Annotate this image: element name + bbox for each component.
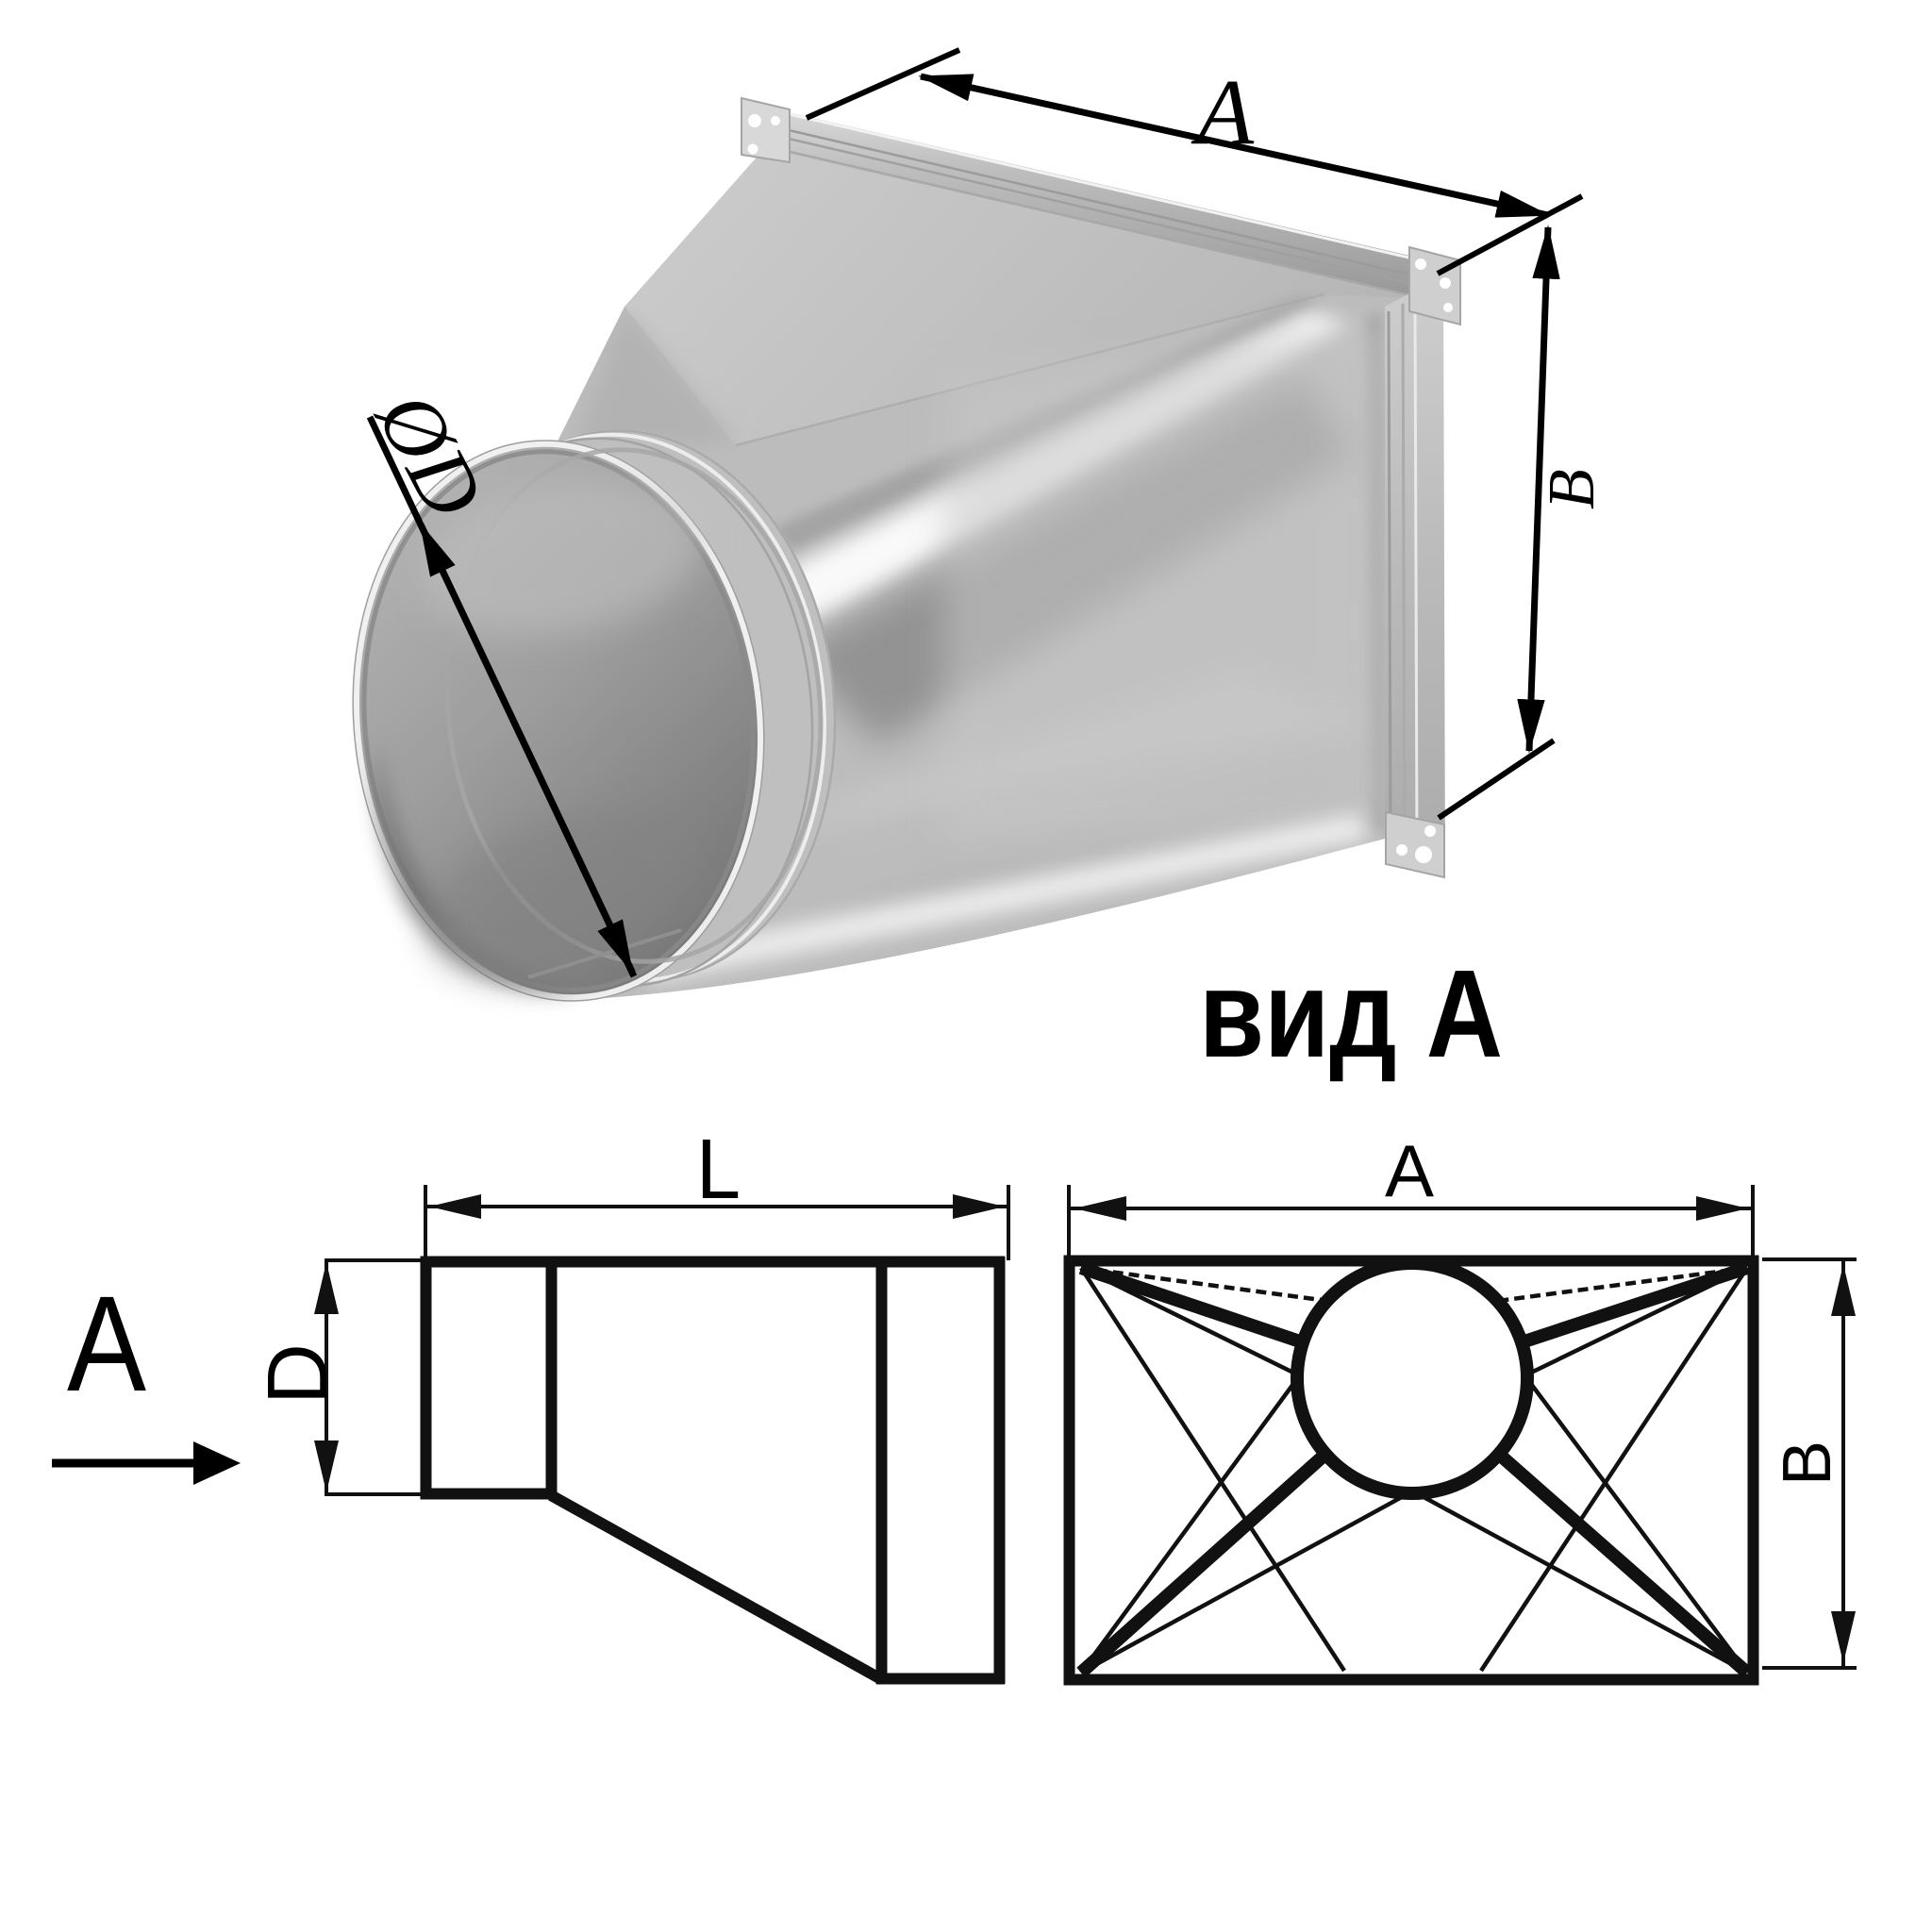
svg-text:D: D xyxy=(251,1343,345,1405)
svg-text:B: B xyxy=(1770,1441,1845,1486)
svg-text:A: A xyxy=(1385,1129,1434,1212)
svg-text:A: A xyxy=(1191,59,1255,164)
svg-text:B: B xyxy=(1536,469,1608,509)
svg-text:L: L xyxy=(696,1123,741,1217)
svg-text:вид А: вид А xyxy=(1199,944,1503,1083)
svg-text:A: A xyxy=(67,1268,146,1420)
